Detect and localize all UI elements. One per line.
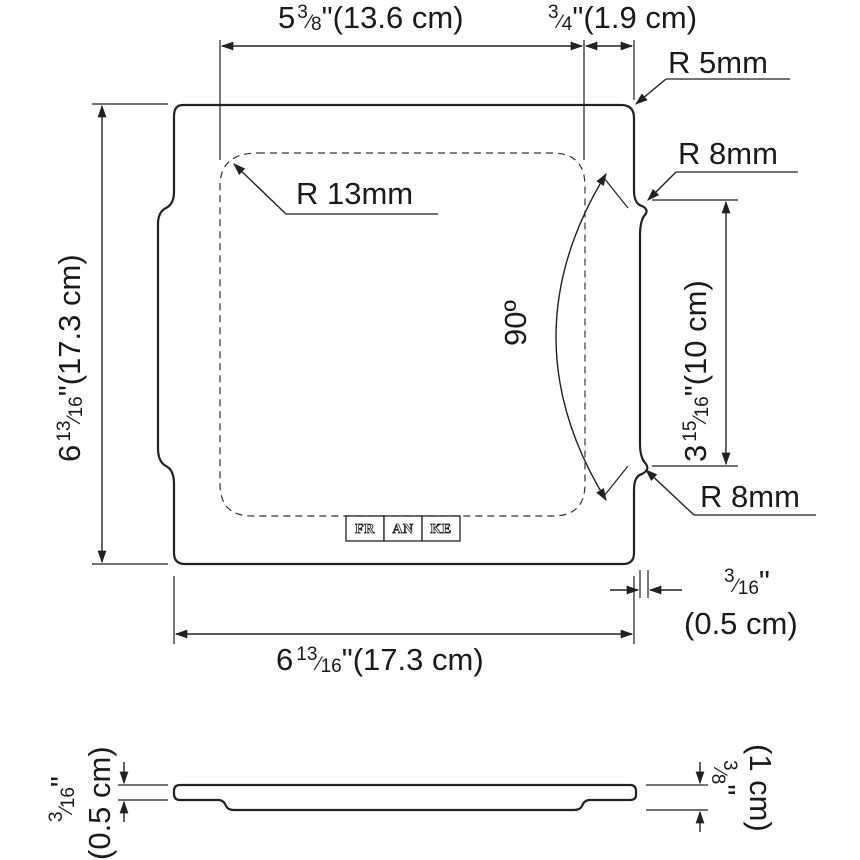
logo-box-2	[383, 515, 423, 542]
inner-radius-leader	[233, 163, 287, 215]
notch-depth-fraction: 3⁄16"	[724, 564, 770, 599]
logo-box-1	[345, 515, 385, 542]
profile-left-metric: (0.5 cm)	[82, 746, 117, 860]
inner-radius-label: R 13mm	[296, 176, 413, 211]
angle-ref-line-bottom	[603, 465, 629, 497]
profile-outline	[172, 783, 638, 812]
notch-span-label: 315⁄16"(10 cm)	[678, 280, 713, 462]
notch-depth-metric: (0.5 cm)	[684, 606, 798, 641]
profile-right-metric: (1 cm)	[743, 744, 778, 832]
inner-recess-dashed	[219, 152, 586, 517]
height-label: 613⁄16"(17.3 cm)	[52, 254, 87, 462]
angle-ref-line-top	[603, 177, 629, 209]
profile-left-fraction: 3⁄16"	[44, 776, 79, 822]
logo-letters-2: AN	[392, 522, 413, 537]
profile-right-fraction: 3⁄8"	[707, 760, 742, 795]
notch-top-radius-label: R 8mm	[678, 136, 778, 171]
logo-letters-3: KE	[430, 522, 451, 537]
corner-radius-leader	[635, 78, 667, 105]
corner-radius-label: R 5mm	[668, 45, 768, 80]
notch-bottom-radius-leader	[645, 469, 695, 516]
plate-outline	[156, 103, 649, 566]
notch-bottom-radius-label: R 8mm	[700, 479, 800, 514]
logo-letters-1: FR	[355, 522, 375, 537]
logo-box-3	[421, 515, 461, 542]
franke-logo: FR AN KE	[345, 515, 461, 542]
notch-top-radius-leader	[647, 171, 677, 201]
angle-arc	[555, 172, 607, 502]
top-offset-label: 3⁄4"(1.9 cm)	[548, 0, 697, 35]
angle-label: 90º	[498, 300, 533, 346]
